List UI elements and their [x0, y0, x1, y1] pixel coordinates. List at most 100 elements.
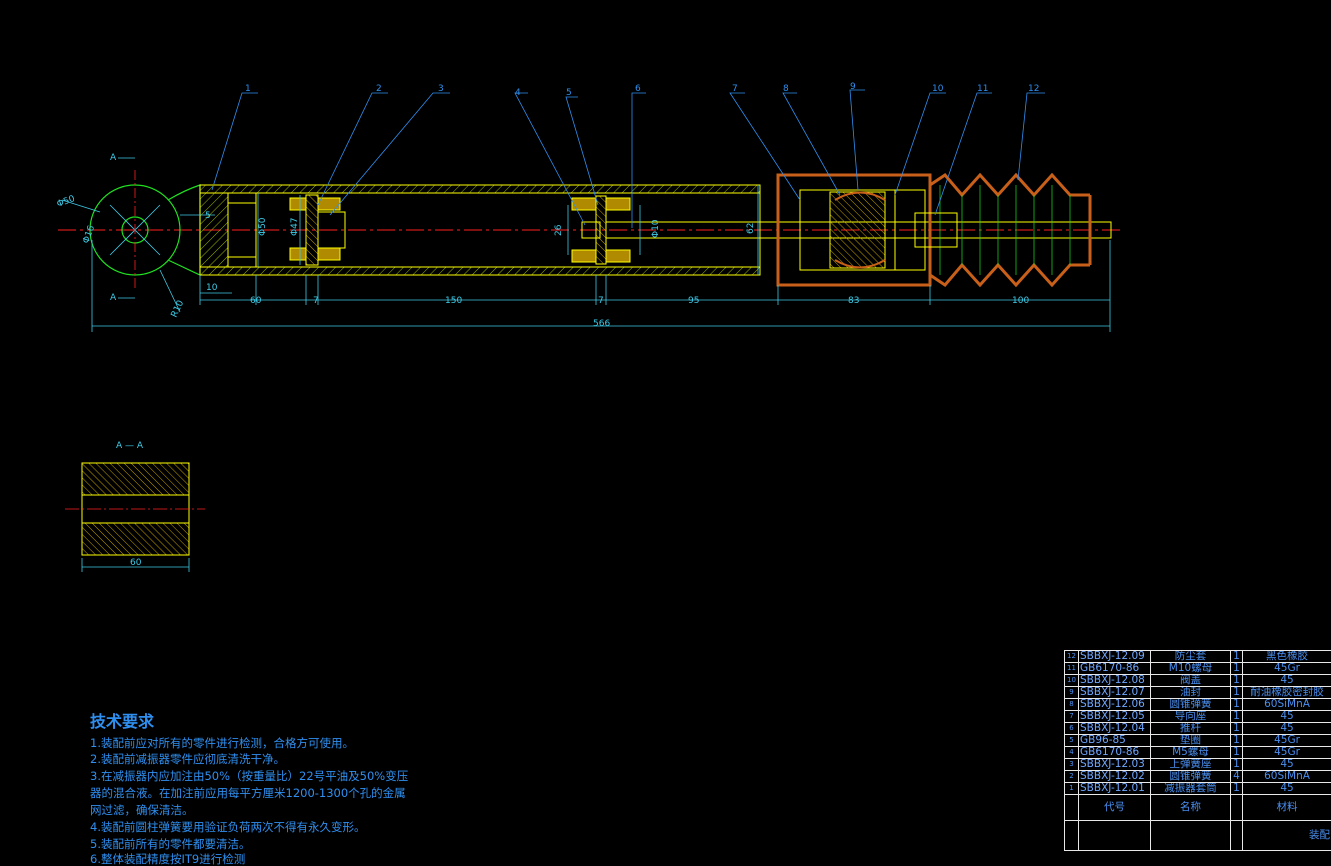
section-mark-a-bottom: A — [110, 293, 117, 303]
bom-footer: 装配 — [1243, 821, 1331, 851]
dim-text: 7 — [313, 296, 319, 306]
bom-cell-code: SBBXJ-12.09 — [1079, 651, 1151, 663]
note-item: 器的混合液。在加注前应用每平方厘米1200-1300个孔的金属 — [90, 786, 406, 800]
bom-cell-qty: 1 — [1231, 651, 1243, 663]
dim-text: 5 — [205, 211, 211, 221]
bom-cell-material: 45 — [1243, 675, 1331, 687]
bom-cell-code: GB96-85 — [1079, 735, 1151, 747]
bom-cell-material: 黑色橡胶 — [1243, 651, 1331, 663]
part-label: 10 — [932, 84, 944, 94]
bom-cell-no: 1 — [1065, 783, 1079, 795]
bom-cell-no: 9 — [1065, 687, 1079, 699]
dim-text: Φ16 — [81, 224, 97, 245]
dim-text: 10 — [206, 283, 218, 293]
bom-cell-qty: 1 — [1231, 735, 1243, 747]
dim-text: 7 — [598, 296, 604, 306]
dim-text: 62 — [746, 223, 756, 234]
bom-cell-name: 阀盖 — [1151, 675, 1231, 687]
note-item: 2.装配前减振器零件应彻底清洗干净。 — [90, 752, 285, 766]
bom-cell-qty: 1 — [1231, 723, 1243, 735]
bom-cell-code: SBBXJ-12.02 — [1079, 771, 1151, 783]
note-item: 4.装配前圆柱弹簧要用验证负荷两次不得有永久变形。 — [90, 820, 365, 834]
bom-cell-qty: 1 — [1231, 675, 1243, 687]
part-label: 2 — [376, 84, 382, 94]
notes-title: 技术要求 — [90, 708, 154, 732]
bom-cell-name: 油封 — [1151, 687, 1231, 699]
part-label: 11 — [977, 84, 988, 94]
bom-cell-code: SBBXJ-12.04 — [1079, 723, 1151, 735]
bom-cell-material: 45 — [1243, 711, 1331, 723]
note-item: 5.装配前所有的零件都要清洁。 — [90, 837, 250, 851]
bom-cell-code: SBBXJ-12.06 — [1079, 699, 1151, 711]
dim-text: 60 — [130, 558, 142, 568]
bom-cell-code: SBBXJ-12.03 — [1079, 759, 1151, 771]
dim-text: Φ50 — [56, 194, 77, 210]
dim-text: 566 — [593, 319, 610, 329]
bom-cell-name: 上弹簧座 — [1151, 759, 1231, 771]
bom-cell-no: 12 — [1065, 651, 1079, 663]
note-item: 网过滤，确保清洁。 — [90, 803, 194, 817]
part-label: 8 — [783, 84, 789, 94]
part-label: 3 — [438, 84, 444, 94]
section-mark-a-top: A — [110, 153, 117, 163]
bom-cell-qty: 1 — [1231, 747, 1243, 759]
bom-cell-code: GB6170-86 — [1079, 747, 1151, 759]
bom-cell-name: M5螺母 — [1151, 747, 1231, 759]
bom-cell-no: 2 — [1065, 771, 1079, 783]
bom-cell-material: 45 — [1243, 723, 1331, 735]
bom-cell-no: 11 — [1065, 663, 1079, 675]
bom-cell-code: SBBXJ-12.05 — [1079, 711, 1151, 723]
bom-cell-no: 5 — [1065, 735, 1079, 747]
bom-cell-code: SBBXJ-12.08 — [1079, 675, 1151, 687]
bom-header-material: 材料 — [1243, 795, 1331, 821]
bom-cell-no: 7 — [1065, 711, 1079, 723]
bom-cell-qty: 1 — [1231, 759, 1243, 771]
bom-cell-material: 45Gr — [1243, 735, 1331, 747]
bom-cell-qty: 1 — [1231, 687, 1243, 699]
bom-cell-material: 耐油橡胶密封胶 — [1243, 687, 1331, 699]
bom-cell-qty: 4 — [1231, 771, 1243, 783]
part-label: 1 — [245, 84, 251, 94]
dim-text: 26 — [554, 224, 564, 236]
bom-cell-material: 60SiMnA — [1243, 699, 1331, 711]
bom-cell-material: 60SiMnA — [1243, 771, 1331, 783]
dim-text: 95 — [688, 296, 699, 306]
dim-text: Φ10 — [651, 219, 661, 238]
part-label: 12 — [1028, 84, 1039, 94]
bom-cell-material: 45 — [1243, 759, 1331, 771]
bom-cell-name: 圆锥弹簧 — [1151, 771, 1231, 783]
dim-text: 83 — [848, 296, 859, 306]
bom-cell-code: SBBXJ-12.01 — [1079, 783, 1151, 795]
bom-cell-no: 4 — [1065, 747, 1079, 759]
bom-cell-no: 3 — [1065, 759, 1079, 771]
note-item: 1.装配前应对所有的零件进行检测，合格方可使用。 — [90, 736, 354, 750]
bom-header-code: 代号 — [1079, 795, 1151, 821]
part-label: 4 — [515, 88, 521, 98]
part-label: 6 — [635, 84, 641, 94]
note-item: 3.在减振器内应加注由50%（按重量比）22号平油及50%变压 — [90, 769, 408, 783]
bom-cell-no: 10 — [1065, 675, 1079, 687]
dim-text: 150 — [445, 296, 462, 306]
bom-cell-qty: 1 — [1231, 699, 1243, 711]
bom-cell-no: 8 — [1065, 699, 1079, 711]
section-title: A — A — [116, 441, 144, 451]
bom-cell-material: 45Gr — [1243, 747, 1331, 759]
bom-cell-material: 45 — [1243, 783, 1331, 795]
bom-cell-name: 垫圈 — [1151, 735, 1231, 747]
bom-cell-material: 45Gr — [1243, 663, 1331, 675]
dim-text: Φ47 — [290, 217, 300, 236]
bom-cell-name: 圆锥弹簧 — [1151, 699, 1231, 711]
